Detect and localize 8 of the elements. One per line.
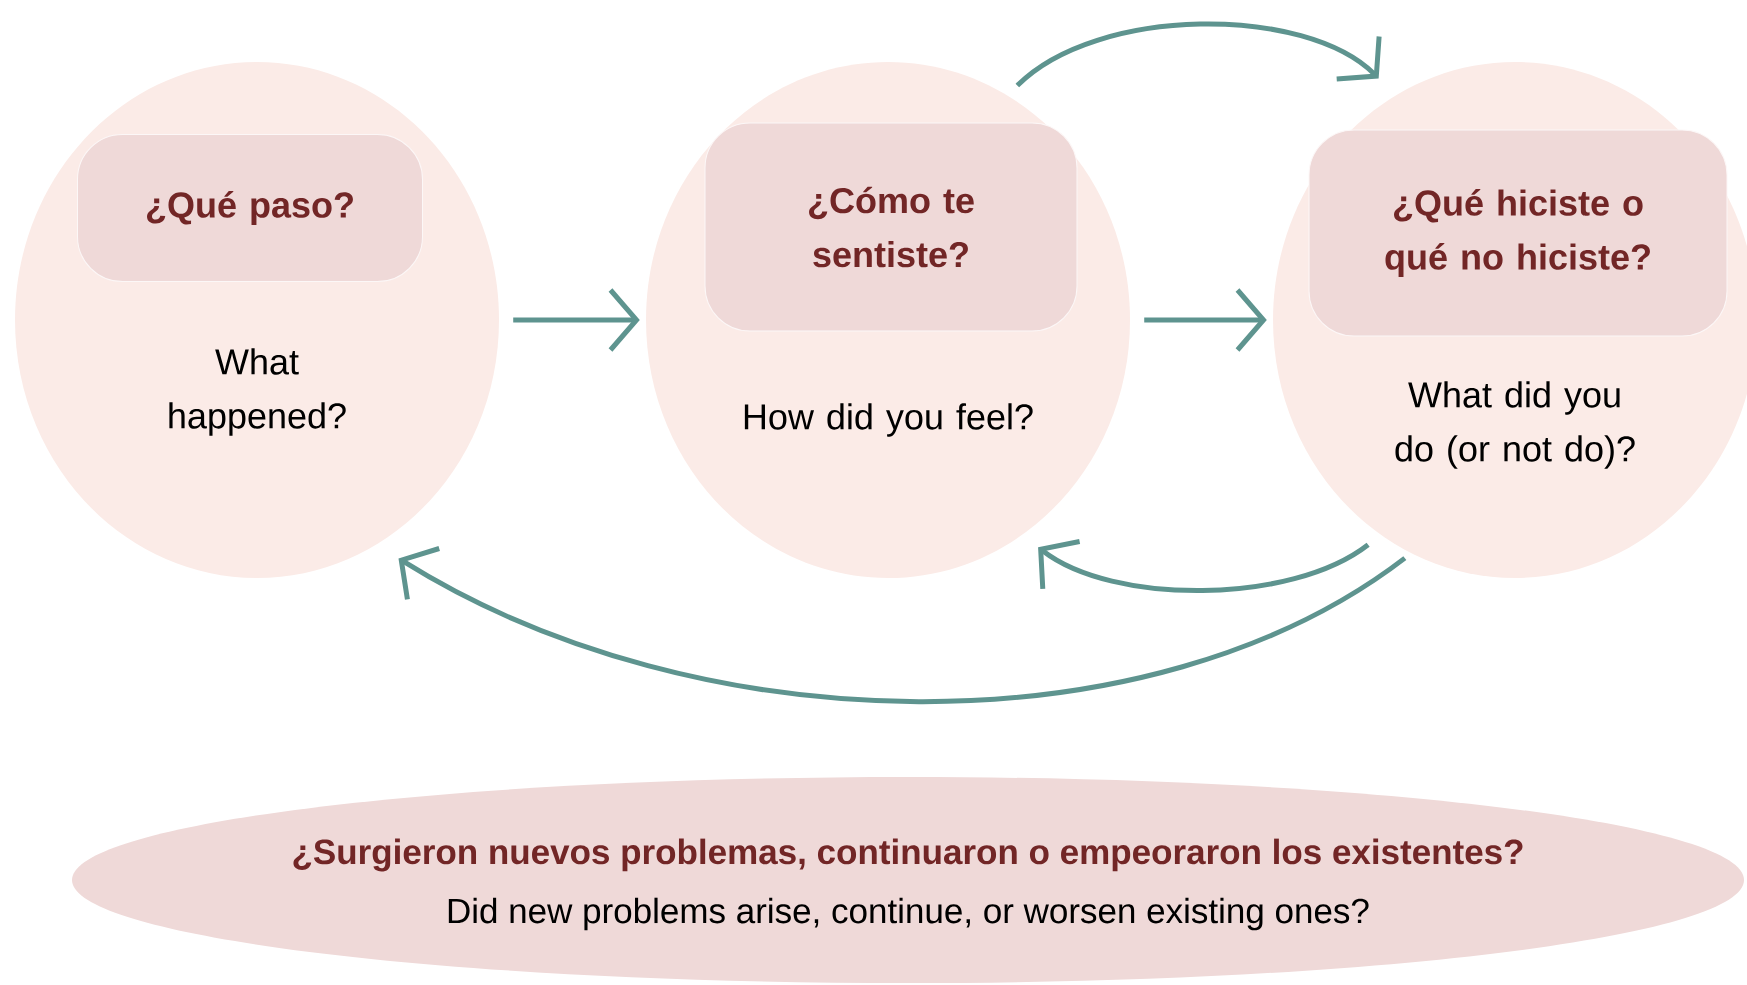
rounded-box: ¿Qué hiciste o qué no hiciste? <box>1308 129 1728 337</box>
arrow <box>1038 539 1370 594</box>
arrow <box>1015 21 1382 88</box>
rounded-box: ¿Qué paso? <box>77 134 423 282</box>
question-band: ¿Surgieron nuevos problemas, continuaron o empeoraron los existentes? Did new problems arise, continue, or worsen existing ones? <box>72 777 1745 983</box>
arrow <box>513 288 640 352</box>
arrow <box>398 546 1407 704</box>
rounded-box: ¿Cómo te sentiste? <box>704 122 1078 332</box>
